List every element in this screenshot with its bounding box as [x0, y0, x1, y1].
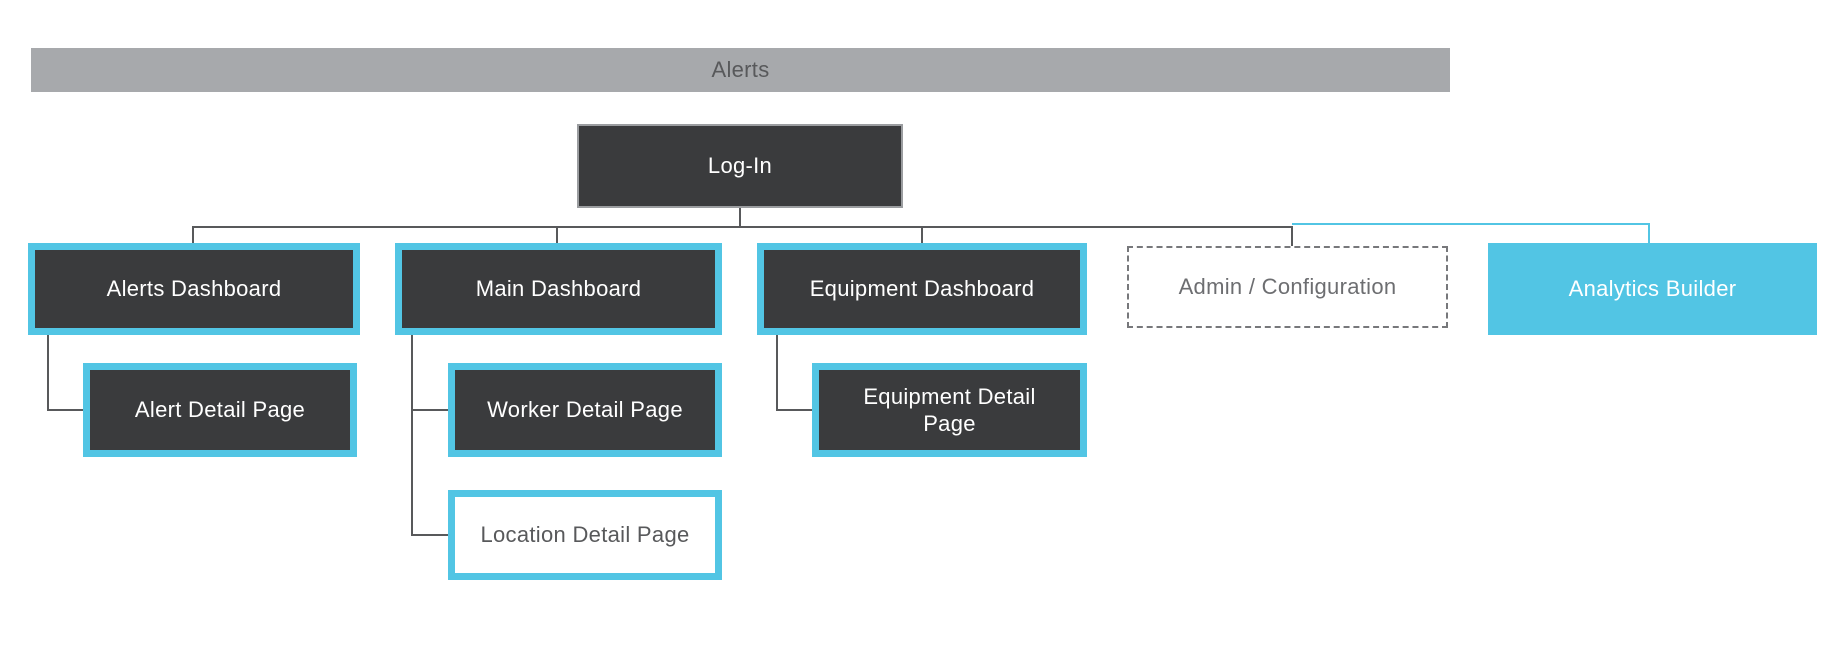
connector-drop-equipment-dashboard: [921, 226, 923, 244]
connector-drop-analytics: [1648, 223, 1650, 244]
node-main-dashboard: Main Dashboard: [395, 243, 722, 335]
connector-analytics-rail: [1292, 223, 1650, 225]
node-location-detail-page: Location Detail Page: [448, 490, 722, 580]
node-admin-configuration: Admin / Configuration: [1127, 246, 1448, 328]
connector-location-elbow-h: [411, 534, 448, 536]
node-alert-detail-page: Alert Detail Page: [83, 363, 357, 457]
connector-worker-elbow-h: [411, 409, 448, 411]
connector-main-elbow-v: [411, 335, 413, 536]
connector-drop-main-dashboard: [556, 226, 558, 244]
node-analytics-builder: Analytics Builder: [1488, 243, 1817, 335]
connector-main-rail: [192, 226, 1293, 228]
node-login: Log-In: [577, 124, 903, 208]
connector-drop-alerts-dashboard: [192, 226, 194, 244]
connector-equipment-elbow-v: [776, 335, 778, 411]
connector-login-stem: [739, 208, 741, 228]
node-worker-detail-page: Worker Detail Page: [448, 363, 722, 457]
node-alerts-dashboard: Alerts Dashboard: [28, 243, 360, 335]
connector-alerts-elbow-v: [47, 335, 49, 411]
connector-alerts-elbow-h: [47, 409, 83, 411]
connector-equipment-elbow-h: [776, 409, 812, 411]
connector-drop-admin: [1291, 226, 1293, 247]
node-alerts-bar: Alerts: [31, 48, 1450, 92]
node-equipment-dashboard: Equipment Dashboard: [757, 243, 1087, 335]
node-equipment-detail-page: Equipment Detail Page: [812, 363, 1087, 457]
